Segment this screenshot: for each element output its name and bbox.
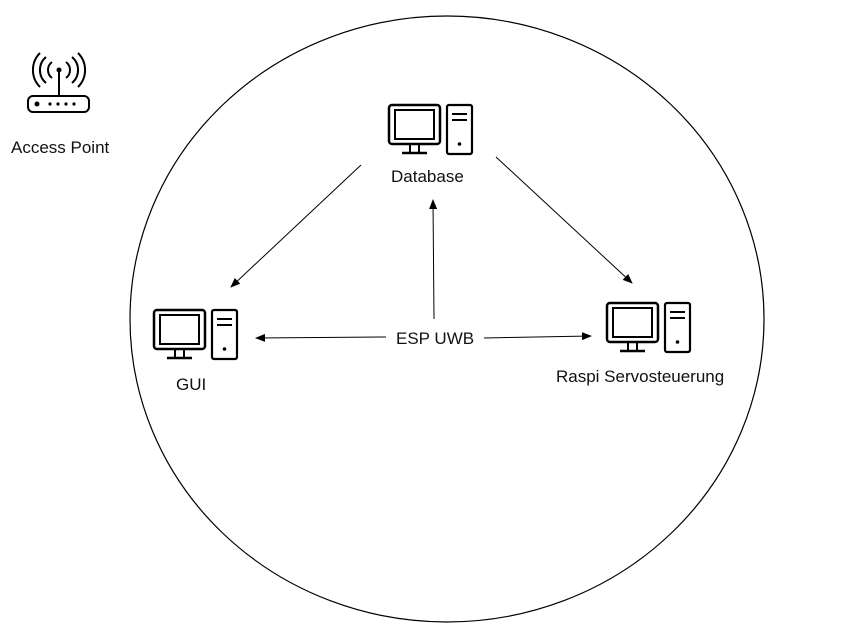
gui-computer-icon — [152, 308, 239, 361]
raspi-computer-icon — [605, 301, 692, 354]
gui-label: GUI — [176, 375, 207, 394]
database-computer-icon — [387, 103, 474, 156]
arrow-esp-to-database — [429, 199, 438, 320]
access-point-label: Access Point — [11, 138, 110, 157]
arrow-database-to-gui — [230, 164, 362, 288]
wifi-router-icon — [27, 52, 90, 113]
network-boundary-circle — [129, 15, 765, 623]
arrow-esp-to-raspi — [483, 332, 592, 341]
raspi-servosteuerung-label: Raspi Servosteuerung — [556, 367, 725, 386]
esp-uwb-label: ESP UWB — [394, 329, 477, 349]
arrow-esp-to-gui — [255, 333, 387, 342]
database-label: Database — [391, 167, 464, 186]
arrow-database-to-raspi — [495, 156, 633, 284]
